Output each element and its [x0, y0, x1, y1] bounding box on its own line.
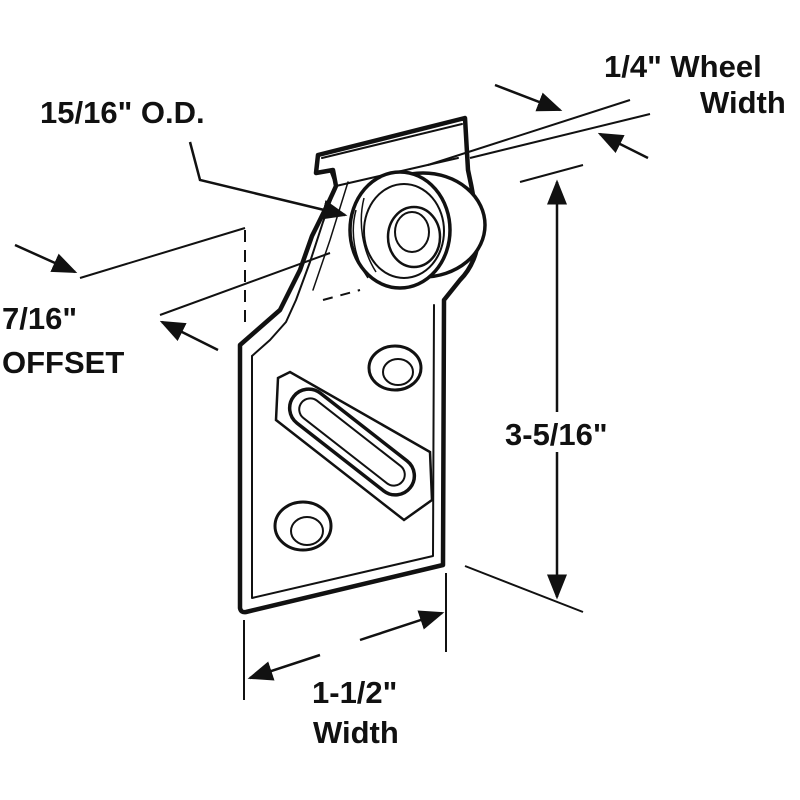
- wheel-width-word-label: Width: [700, 85, 786, 120]
- outer-diameter-label: 15/16" O.D.: [40, 95, 205, 130]
- width-value-label: 1-1/2": [312, 675, 398, 710]
- mounting-hole-upper: [367, 344, 423, 392]
- width-word-label: Width: [313, 715, 399, 750]
- offset-value-label: 7/16": [2, 301, 78, 336]
- roller-wheel: [348, 170, 487, 290]
- dimension-arrows: [14, 83, 649, 681]
- height-label: 3-5/16": [505, 417, 608, 452]
- offset-word-label: OFFSET: [2, 345, 125, 380]
- wheel-width-value-label: 1/4" Wheel: [604, 49, 762, 84]
- extension-lines: [79, 99, 651, 700]
- mounting-hole-lower: [273, 500, 333, 552]
- adjustment-slot: [274, 370, 434, 522]
